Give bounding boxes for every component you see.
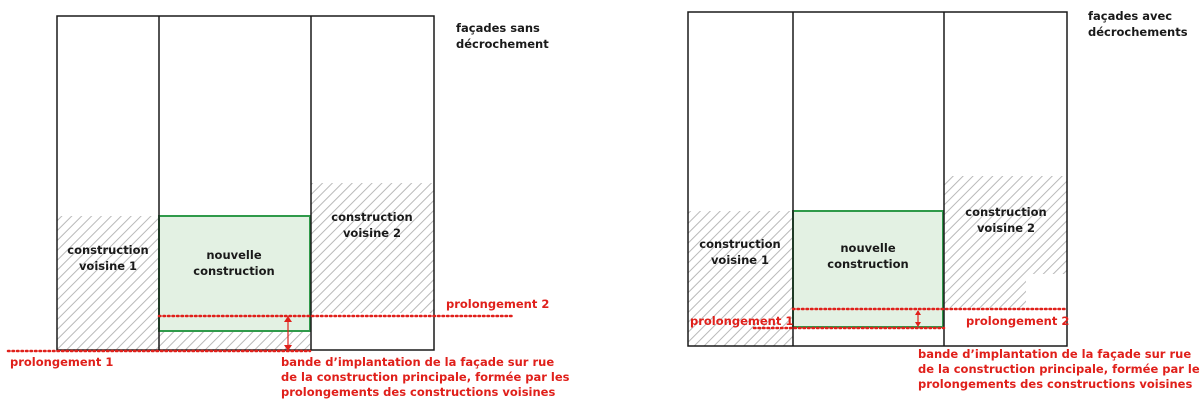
left-prolongement2-label: prolongement 2 (446, 297, 549, 311)
left-voisine2-label-1: construction (331, 210, 412, 224)
right-frame (687, 11, 1068, 347)
left-bande-label-3: prolongements des constructions voisines (281, 385, 555, 399)
left-bande-label-1: bande d’implantation de la façade sur ru… (281, 355, 554, 369)
right-nouvelle-construction (792, 210, 944, 328)
left-frame (56, 15, 435, 351)
left-title-line2: décrochement (456, 37, 549, 51)
right-voisine2-label-2: voisine 2 (977, 221, 1035, 235)
right-voisine2-area (944, 176, 1067, 308)
left-voisine1-label-1: construction (67, 243, 148, 257)
left-voisine2-area (311, 183, 434, 313)
right-nouvelle-label-1: nouvelle (840, 241, 895, 255)
left-title-line1: façades sans (456, 21, 540, 35)
right-bande-label-1: bande d’implantation de la façade sur ru… (918, 347, 1191, 361)
left-voisine1-area (57, 216, 159, 350)
right-nouvelle-label-2: construction (827, 257, 908, 271)
right-title-line2: décrochements (1088, 25, 1188, 39)
left-bande-hatch (159, 331, 310, 350)
left-prolongement1-label: prolongement 1 (10, 355, 113, 369)
right-bande-arrowhead-bottom (915, 322, 921, 327)
left-nouvelle-construction (158, 215, 311, 332)
right-bande-label-3: prolongements des constructions voisines (918, 377, 1192, 391)
right-bande-arrowhead-top (915, 310, 921, 315)
right-voisine1-label-2: voisine 1 (711, 253, 769, 267)
right-prolongement1-label: prolongement 1 (690, 314, 793, 328)
right-panel: façades avec décrochements construction … (687, 9, 1200, 391)
left-voisine2-label-2: voisine 2 (343, 226, 401, 240)
right-title-line1: façades avec (1088, 9, 1172, 23)
left-nouvelle-label-2: construction (193, 264, 274, 278)
right-voisine1-area (688, 211, 793, 346)
right-bande-label-2: de la construction principale, formée pa… (918, 362, 1200, 376)
left-voisine1-label-2: voisine 1 (79, 259, 137, 273)
left-bande-label-2: de la construction principale, formée pa… (281, 370, 570, 384)
left-bande-arrowhead-top (284, 316, 292, 322)
left-nouvelle-label-1: nouvelle (206, 248, 261, 262)
right-voisine2-label-1: construction (965, 205, 1046, 219)
right-prolongement2-label: prolongement 2 (966, 314, 1069, 328)
left-bande-arrowhead-bottom (284, 345, 292, 351)
left-panel: façades sans décrochement construction v… (6, 15, 570, 399)
right-voisine1-label-1: construction (699, 237, 780, 251)
